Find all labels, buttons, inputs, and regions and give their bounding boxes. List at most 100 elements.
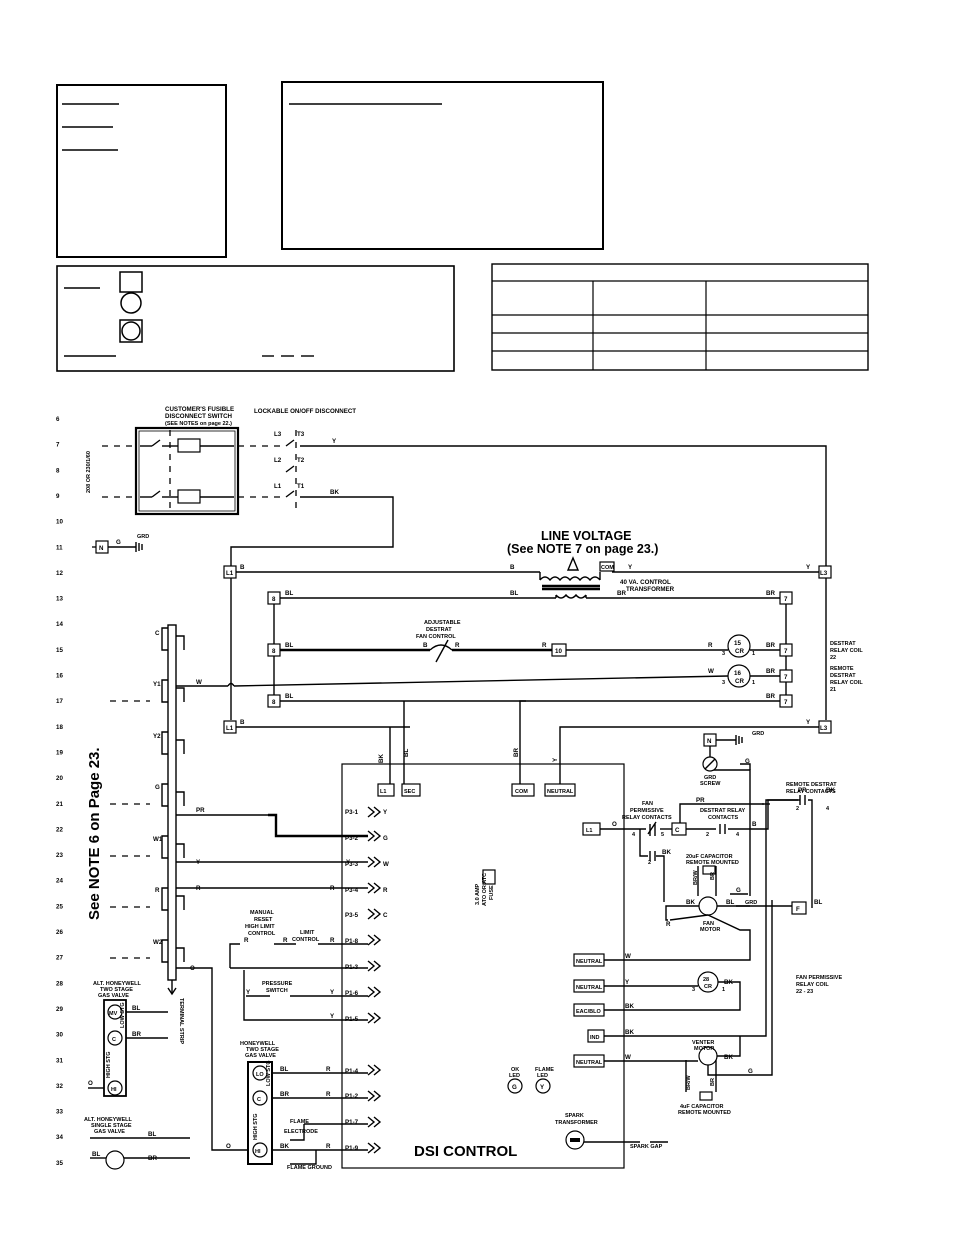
manual-3: HIGH LIMIT — [245, 924, 275, 930]
perm-3: RELAY CONTACTS — [622, 815, 672, 821]
destrat-pin4: 4 — [736, 832, 740, 838]
t-l1b-label: L1 — [226, 725, 234, 732]
strip-caption: TERMINAL STRIP — [178, 998, 184, 1044]
coil21-2: DESTRAT — [830, 673, 856, 679]
wc-b-4: B — [240, 719, 245, 726]
strip-notch-right — [176, 687, 185, 702]
connector-chevron — [367, 806, 376, 818]
cr16-cr: CR — [735, 678, 744, 685]
wc-bk-8: BK — [686, 899, 695, 906]
terminal-l1-b — [223, 720, 237, 734]
strip-note: See NOTE 6 on Page 23. — [86, 747, 103, 920]
pole-t1: T1 — [297, 483, 305, 490]
line-number-column: 6789101112131415161718192021222324252627… — [56, 416, 63, 1167]
dsi-right-eac: EAC/BLO — [576, 1009, 601, 1015]
t-8b: 8 — [272, 648, 276, 655]
strip-notch-right — [176, 947, 185, 962]
fusible-label-2: DISCONNECT SWITCH — [165, 413, 233, 420]
p3-2-letter: G — [383, 835, 388, 842]
wc-r-3: R — [708, 642, 713, 649]
fan-control-2: DESTRAT — [426, 627, 452, 633]
p3-4: P3-4 — [345, 887, 359, 894]
coil21-1: REMOTE — [830, 666, 854, 672]
wc-g-3: G — [748, 1068, 753, 1075]
line-number: 12 — [56, 570, 63, 577]
connector-chevron — [367, 960, 376, 972]
line-voltage-note: (See NOTE 7 on page 23.) — [507, 542, 658, 556]
manual-4: CONTROL — [248, 931, 276, 937]
strip-notch-right — [176, 739, 185, 754]
pole-l2: L2 — [274, 457, 282, 464]
grd-screw-1: GRD — [704, 775, 716, 781]
pressure-1: PRESSURE — [262, 981, 293, 987]
cr16-pin1: 1 — [752, 680, 755, 686]
t-7b: 7 — [784, 648, 788, 655]
alt-two-3: GAS VALVE — [98, 993, 129, 999]
brw-2: BR/W — [686, 1075, 692, 1090]
wc-b-3: B — [423, 642, 428, 649]
perm-pin2: 2 — [648, 860, 651, 866]
flame-led-1: FLAME — [535, 1067, 554, 1073]
connector-chevron — [373, 934, 382, 946]
wc-y-5: Y — [346, 859, 351, 866]
wc-w-3: W — [625, 953, 631, 960]
onoff-label: LOCKABLE ON/OFF DISCONNECT — [254, 408, 356, 415]
terminal-com — [599, 561, 615, 572]
alt-valve-c — [107, 1030, 123, 1046]
line-number: 27 — [56, 955, 63, 962]
neutral-n: N — [99, 545, 104, 552]
line-number: 18 — [56, 724, 63, 731]
t-8c: 8 — [272, 699, 276, 706]
line-number: 31 — [56, 1057, 63, 1064]
wc-bk-7: BK — [662, 849, 671, 856]
wc-r-8: R — [326, 1143, 331, 1150]
terminal-l1 — [223, 565, 237, 579]
line-number: 25 — [56, 903, 63, 910]
p1-4: P1-4 — [345, 1068, 359, 1075]
pole-t3: T3 — [297, 431, 305, 438]
line-number: 6 — [56, 416, 60, 423]
connector-chevron — [367, 1142, 376, 1154]
alt-single-3: GAS VALVE — [94, 1129, 125, 1135]
line-number: 14 — [56, 621, 63, 628]
destrat-c-2: CONTACTS — [708, 815, 738, 821]
cr15-num: 15 — [734, 640, 741, 647]
wc-br-4: BR — [766, 668, 775, 675]
wc-y-7: Y — [330, 989, 335, 996]
perm-1: FAN — [642, 801, 653, 807]
connector-chevrons — [367, 806, 382, 1154]
line-number: 29 — [56, 1006, 63, 1013]
wc-w-1: W — [196, 679, 202, 686]
strip-notch — [161, 731, 168, 755]
ok-led — [507, 1078, 523, 1094]
wc-y-dsi: Y — [552, 757, 559, 762]
strip-notch — [161, 939, 168, 963]
connector-chevron — [373, 1090, 382, 1102]
terminal-l3 — [818, 565, 832, 579]
t-8a: 8 — [272, 596, 276, 603]
legend-boxes — [56, 81, 869, 372]
p3-4-letter: R — [383, 887, 388, 894]
p3-5: P3-5 — [345, 912, 359, 919]
p3-3-letter: W — [383, 861, 389, 868]
p1-7: P1-7 — [345, 1119, 359, 1126]
wc-y-8: Y — [330, 1013, 335, 1020]
coil-fan-1: FAN PERMISSIVE — [796, 975, 842, 981]
p3-1-letter: Y — [383, 809, 388, 816]
terminal-strip — [161, 627, 185, 963]
wc-b-5: B — [752, 821, 757, 828]
t-f: F — [796, 906, 800, 913]
terminal-7-b — [779, 643, 793, 657]
wc-br-6: BR — [280, 1091, 289, 1098]
terminal-l3-b — [818, 720, 832, 734]
wc-r-1: R — [455, 642, 460, 649]
connector-chevron — [367, 856, 376, 868]
wc-r-9: R — [244, 937, 249, 944]
transformer-label-1: 40 VA. CONTROL — [620, 579, 671, 586]
p3-1: P3-1 — [345, 809, 359, 816]
strip-notch — [161, 627, 168, 651]
wc-bl-5: BL — [280, 1066, 288, 1073]
two-stage-2: TWO STAGE — [246, 1047, 279, 1053]
wire-bk-top: BK — [330, 489, 339, 496]
line-number: 17 — [56, 698, 63, 705]
